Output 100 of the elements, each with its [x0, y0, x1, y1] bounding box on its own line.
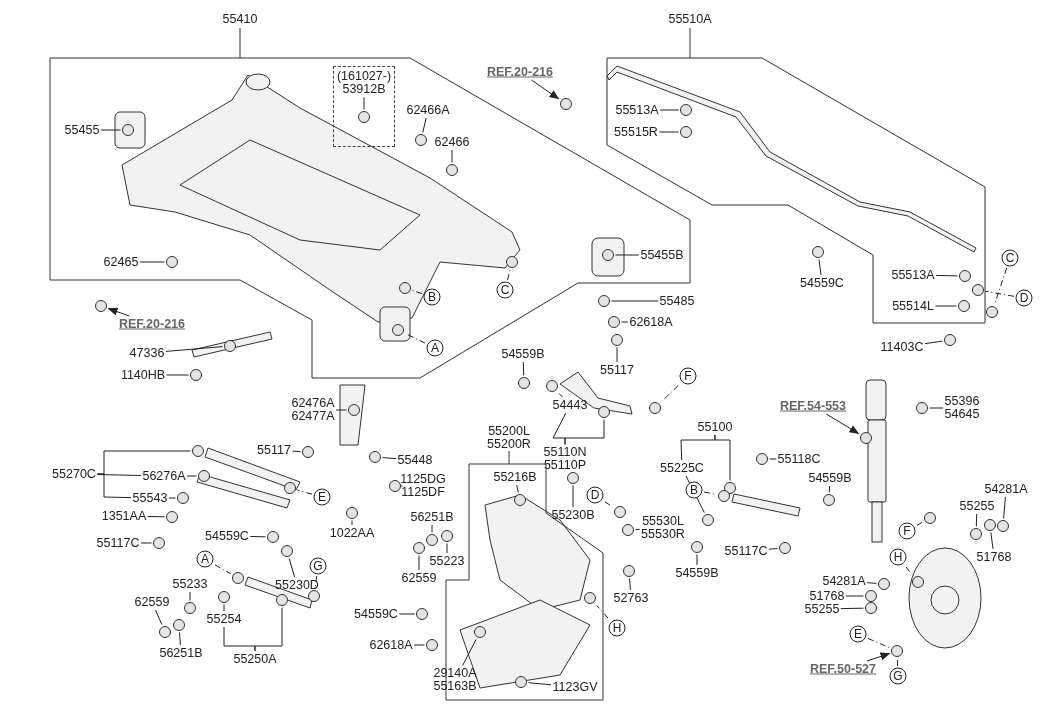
part-number: 54559B [501, 347, 545, 361]
leader-line [223, 604, 225, 612]
reference-label: REF.50-527 [810, 662, 876, 676]
callout-letter: F [898, 522, 916, 540]
part-number: 55510A [668, 12, 712, 26]
dashed-leader-line [412, 290, 423, 295]
part-number: 54645 [944, 408, 980, 421]
dashed-leader-line [596, 605, 609, 619]
leader-line [179, 632, 181, 646]
part-number: 55543 [132, 491, 168, 505]
leader-line [363, 97, 365, 110]
part-number: 55117C [96, 536, 140, 550]
part-number: 54559C [354, 607, 398, 621]
part-number: 54559C [800, 276, 844, 290]
part-number: 55163B [433, 680, 477, 693]
part-number: 1125DF [400, 486, 446, 499]
leader-line [629, 578, 631, 591]
leader-line [659, 109, 679, 111]
leader-line [1003, 496, 1006, 519]
part-number: 55200L [487, 425, 531, 438]
leader-line [451, 149, 453, 163]
leader-line [398, 485, 403, 487]
leader-line [990, 532, 994, 550]
callout-letter: D [586, 486, 604, 504]
dashed-leader-line [214, 564, 231, 575]
part-number: 1022AA [329, 526, 375, 540]
leader-line [611, 300, 659, 302]
part-number: 55515R [614, 125, 658, 139]
part-number: 52763 [613, 591, 649, 605]
leader-line [934, 305, 957, 307]
leader-line [189, 591, 191, 601]
part-number: 62466 [434, 135, 470, 149]
leader-line [818, 259, 822, 276]
leader-line [522, 361, 525, 376]
part-number: 62466A [406, 103, 450, 117]
part-number: 55485 [659, 294, 695, 308]
part-number: 55230D [275, 578, 319, 592]
dashed-leader-line [314, 575, 318, 589]
part-number: 1140HB [120, 368, 166, 382]
part-number: 55117 [600, 363, 634, 377]
leader-line [935, 274, 958, 277]
part-number: 55530R [641, 528, 685, 541]
leader-line [516, 484, 519, 493]
part-number: 55230B [551, 508, 595, 522]
dashed-leader-line [662, 385, 679, 402]
callout-letter: G [309, 557, 327, 575]
bracket-line [564, 419, 605, 445]
leader-line [288, 558, 296, 578]
part-number: 55200R [487, 438, 531, 451]
leader-line [528, 682, 552, 686]
leader-line [100, 129, 121, 131]
leader-line [866, 582, 877, 584]
leader-line [615, 254, 640, 256]
leader-line [828, 485, 831, 493]
part-number: 54559C [205, 529, 249, 543]
callout-letter: A [196, 550, 214, 568]
arrow [531, 79, 560, 100]
callout-letter: B [423, 288, 441, 306]
leader-line [140, 542, 152, 544]
part-number: 55255 [959, 499, 995, 513]
leader-line [621, 321, 629, 323]
part-number: 55530L [641, 515, 685, 528]
reference-label: REF.20-216 [119, 317, 185, 331]
part-number: 55270C [52, 467, 96, 481]
leader-line [422, 117, 427, 133]
part-number: 62559 [401, 571, 437, 585]
callout-letter: D [1015, 289, 1033, 307]
part-number: 11403C [880, 340, 924, 354]
part-number: 62476A [291, 397, 335, 410]
callout-letter: C [1001, 249, 1019, 267]
part-number: 55216B [493, 470, 537, 484]
part-number: 55513A [615, 103, 659, 117]
part-number: 51768 [976, 550, 1012, 564]
leader-line [166, 374, 189, 376]
part-number: 54559B [675, 566, 719, 580]
part-number: 55110N [543, 446, 587, 459]
leader-line [291, 450, 301, 453]
callout-letter: H [889, 548, 907, 566]
part-number: 55117 [257, 443, 291, 457]
leader-line [658, 131, 679, 133]
dashed-leader-line [916, 521, 923, 526]
leader-line [616, 347, 618, 363]
dashed-leader-line [994, 267, 1008, 305]
part-number: (161027-) [335, 70, 393, 83]
leader-line [418, 555, 420, 571]
part-number: 54443 [552, 398, 588, 412]
dashed-leader-line [703, 491, 717, 495]
leader-line [845, 595, 864, 597]
dashed-leader-line [604, 501, 613, 508]
part-number: 1123GV [552, 680, 598, 694]
part-number: 55448 [397, 453, 433, 467]
leader-line [351, 520, 353, 526]
part-number: 55455 [64, 123, 100, 137]
part-number: 55396 [944, 395, 980, 408]
part-number: 55455B [640, 248, 684, 262]
leader-line [249, 536, 266, 538]
leader-line [147, 516, 165, 518]
part-number: 55513A [891, 268, 935, 282]
callout-letter: G [889, 667, 907, 685]
part-number: 55250A [233, 652, 277, 666]
